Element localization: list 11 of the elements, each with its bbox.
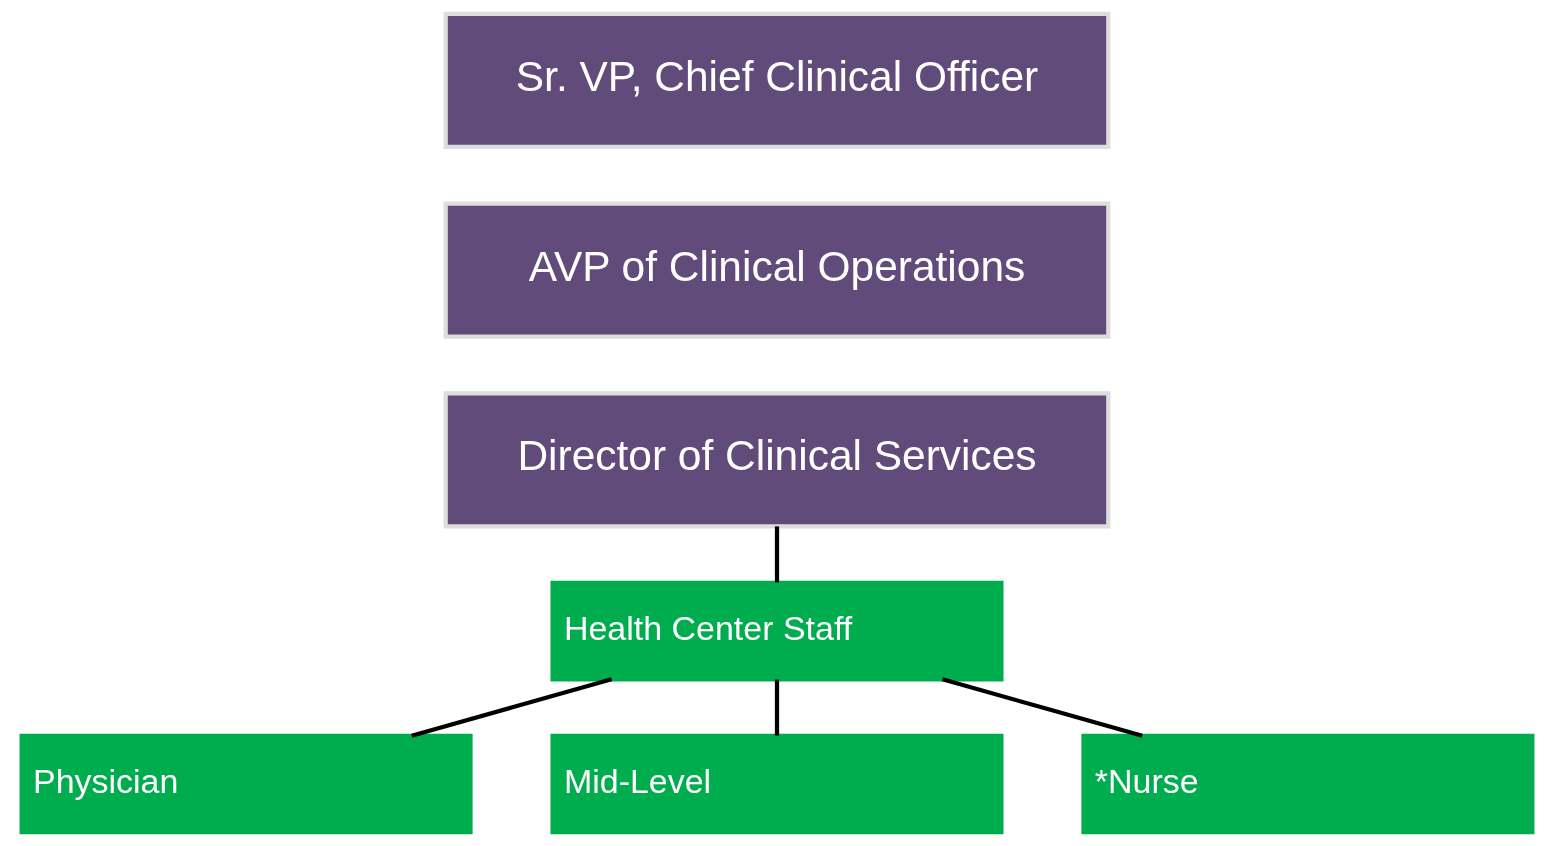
- connector: [941, 677, 1143, 738]
- node-box: AVP of Clinical Operations: [443, 201, 1110, 339]
- connector: [774, 526, 779, 583]
- connector: [410, 677, 612, 738]
- node-box: Director of Clinical Services: [443, 391, 1110, 529]
- node-box: Mid-Level: [549, 733, 1004, 835]
- connector: [774, 679, 779, 736]
- node-box: Physician: [19, 733, 473, 835]
- node-box: Health Center Staff: [549, 580, 1004, 682]
- node-box: Sr. VP, Chief Clinical Officer: [443, 11, 1110, 150]
- node-box: *Nurse: [1080, 733, 1534, 835]
